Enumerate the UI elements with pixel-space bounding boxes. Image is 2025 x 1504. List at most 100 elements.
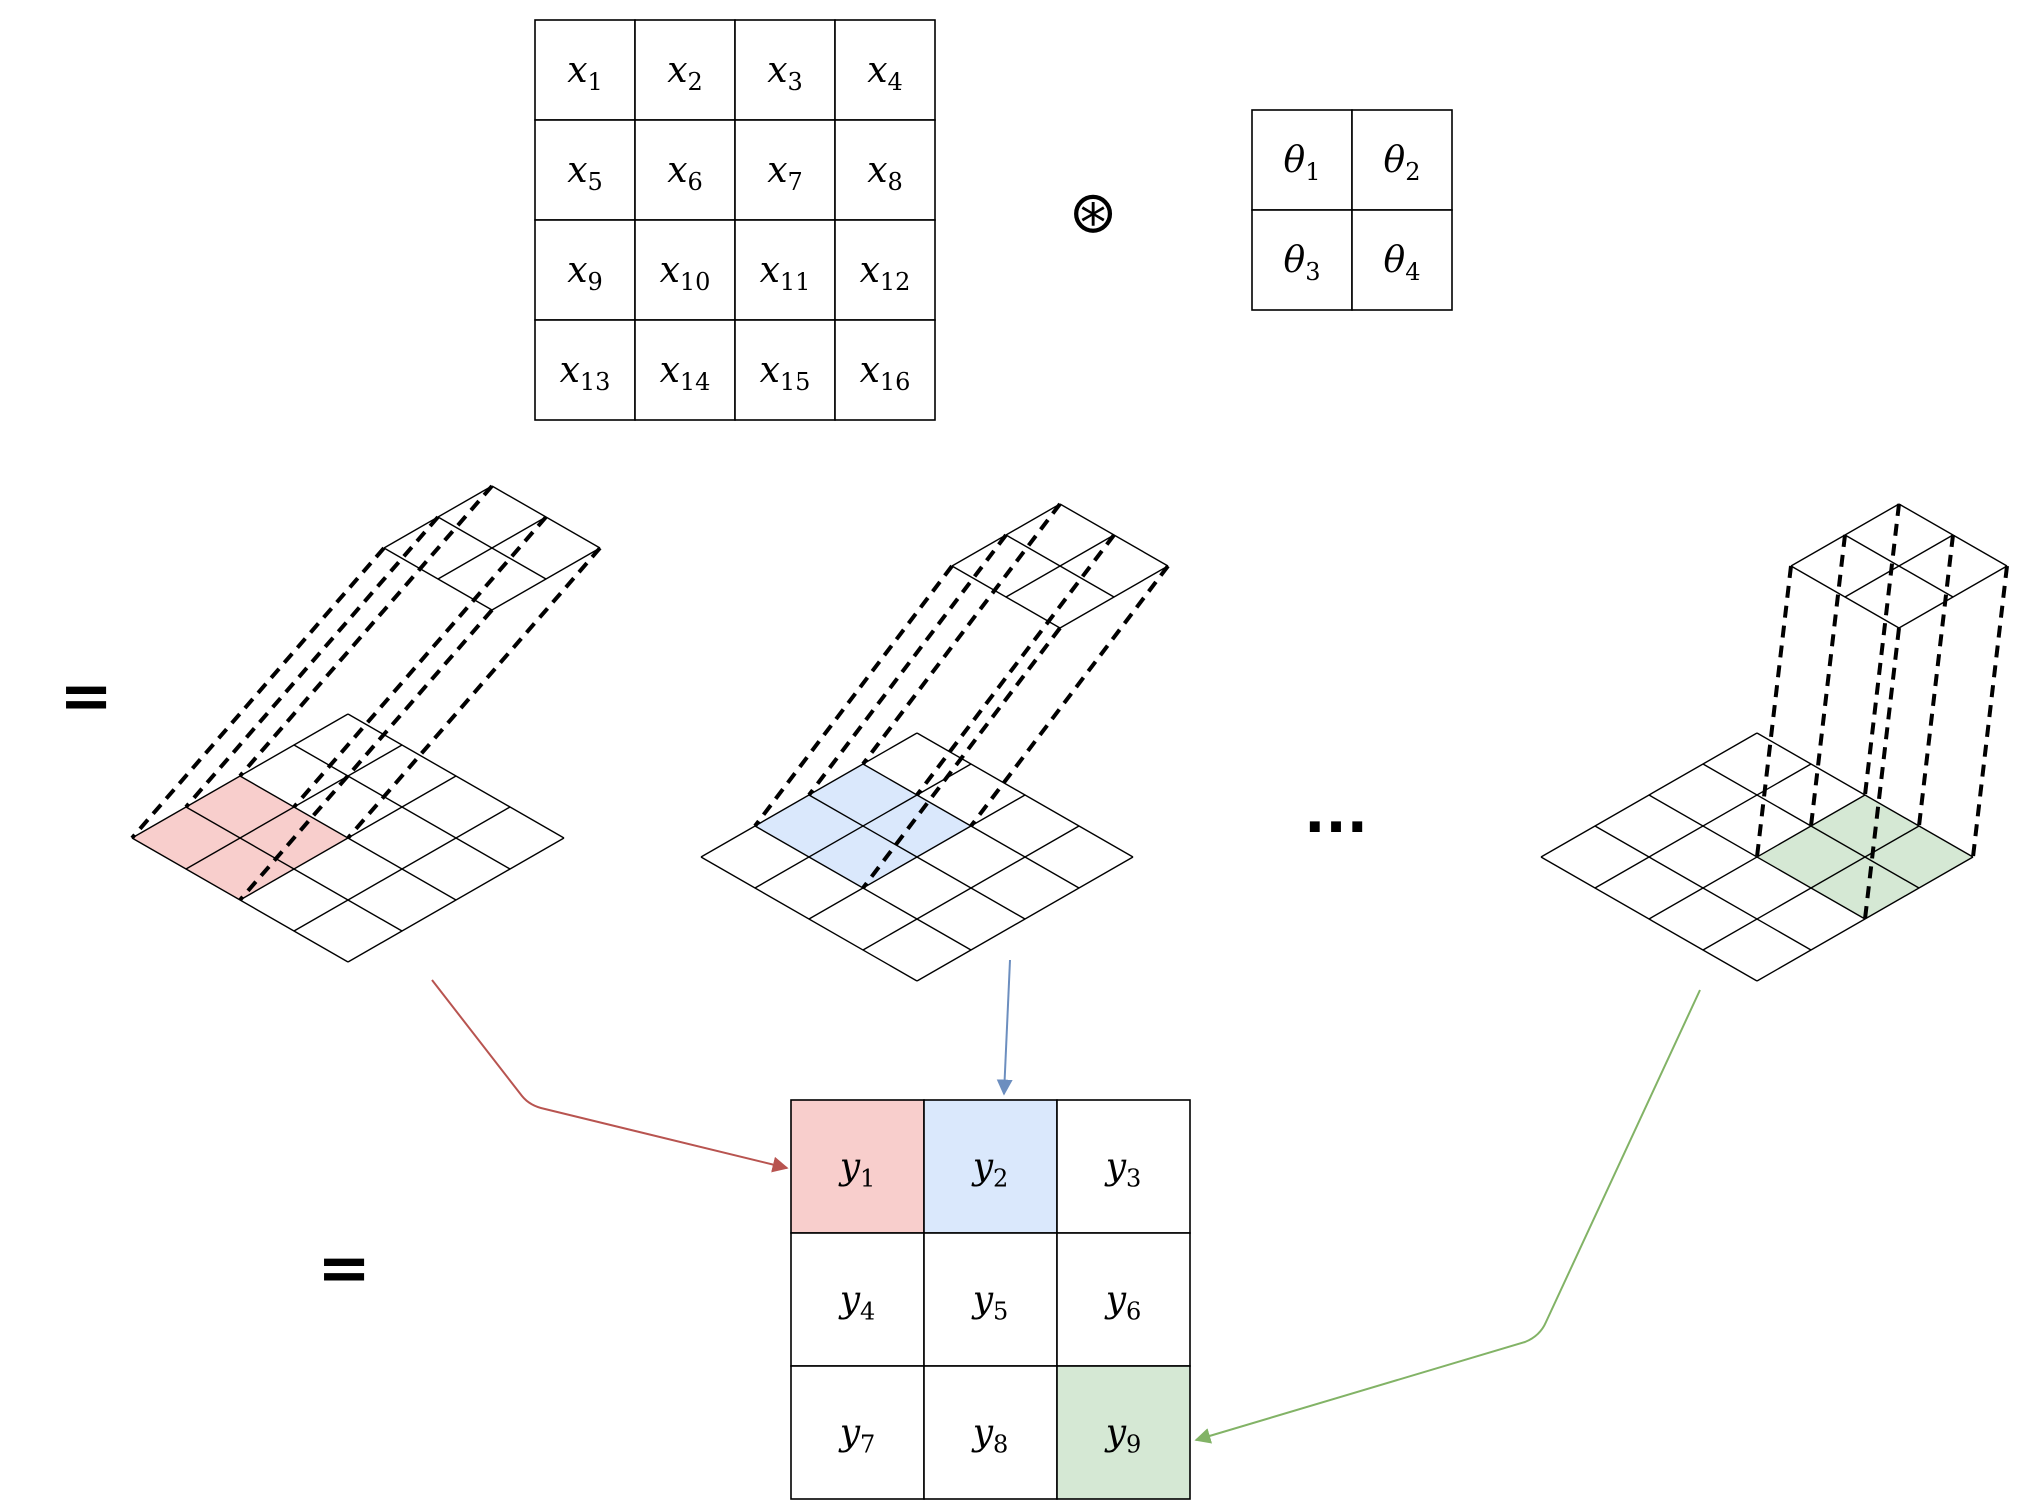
projection-line xyxy=(1971,565,2009,858)
input-plane-grid-line xyxy=(916,856,1134,982)
input-cell xyxy=(734,19,836,121)
input-cell-label-subscript: 6 xyxy=(688,168,703,196)
input-cell-label-subscript: 2 xyxy=(688,68,703,96)
projection-line xyxy=(238,484,494,778)
input-plane-grid-line xyxy=(293,806,511,932)
input-cell xyxy=(834,119,936,221)
input-cell-label: x4 xyxy=(867,50,903,96)
output-cell-label: y8 xyxy=(971,1413,1009,1459)
input-cell-label-symbol: x xyxy=(760,350,780,391)
input-cell-label-subscript: 15 xyxy=(780,368,811,396)
input-cell-label: x10 xyxy=(660,250,711,296)
output-cell-label-subscript: 2 xyxy=(993,1165,1008,1193)
output-cell-label-symbol: y xyxy=(1104,1280,1127,1321)
projection-line xyxy=(1863,503,1901,796)
kernel-plane-grid-line xyxy=(437,516,547,580)
output-cell-label-symbol: y xyxy=(838,1413,861,1454)
input-cell-label-subscript: 14 xyxy=(680,368,711,396)
input-cell-label: x5 xyxy=(567,150,603,196)
output-cell xyxy=(923,1099,1058,1234)
kernel-cell-label: θ3 xyxy=(1284,240,1321,286)
kernel-plane-grid-line xyxy=(1005,534,1115,598)
output-cell xyxy=(1056,1365,1191,1500)
input-cell-label-symbol: x xyxy=(867,50,887,91)
input-cell-label: x12 xyxy=(860,250,911,296)
projection-line xyxy=(1809,534,1847,827)
input-cell-label-symbol: x xyxy=(667,150,687,191)
input-cell-label-symbol: x xyxy=(860,350,880,391)
output-cell xyxy=(923,1365,1058,1500)
input-plane-grid-line xyxy=(862,825,1080,951)
input-cell xyxy=(534,119,636,221)
kernel-cell-label-symbol: θ xyxy=(1384,240,1406,281)
input-cell-label-subscript: 16 xyxy=(880,368,911,396)
output-cell-label: y5 xyxy=(971,1280,1009,1326)
input-cell-label-subscript: 8 xyxy=(888,168,903,196)
output-cell-label: y4 xyxy=(838,1280,876,1326)
output-cell-label-symbol: y xyxy=(838,1147,861,1188)
projection-line xyxy=(753,564,954,828)
output-cell-label: y3 xyxy=(1104,1147,1142,1193)
convolution-step xyxy=(1540,503,2009,982)
input-cell-label-subscript: 7 xyxy=(788,168,803,196)
input-cell-label: x6 xyxy=(667,150,703,196)
output-cell-label-subscript: 4 xyxy=(860,1298,875,1326)
input-cell xyxy=(734,219,836,321)
output-cell xyxy=(1056,1099,1191,1234)
input-cell-label-symbol: x xyxy=(567,250,587,291)
output-cell-label: y9 xyxy=(1104,1413,1142,1459)
input-cell-label-symbol: x xyxy=(867,150,887,191)
input-cell-label-subscript: 11 xyxy=(780,268,811,296)
projection-line xyxy=(130,546,386,840)
equals-sign-bottom: = xyxy=(317,1232,371,1306)
projection-line xyxy=(184,515,440,809)
output-cell-label-subscript: 6 xyxy=(1126,1298,1141,1326)
input-cell xyxy=(634,319,736,421)
input-cell-label: x14 xyxy=(660,350,711,396)
kernel-cell-label-subscript: 1 xyxy=(1305,158,1320,186)
kernel-cell xyxy=(1251,109,1353,211)
kernel-cell-label-symbol: θ xyxy=(1284,240,1306,281)
input-cell-label-symbol: x xyxy=(667,50,687,91)
kernel-cell xyxy=(1351,209,1453,311)
input-plane-grid-line xyxy=(347,837,565,963)
input-plane-grid-line xyxy=(1756,732,1974,858)
convolution-steps xyxy=(130,484,2009,982)
output-cell-label-symbol: y xyxy=(971,1147,994,1188)
input-cell-label-symbol: x xyxy=(760,250,780,291)
input-cell xyxy=(834,19,936,121)
input-cell-label: x15 xyxy=(760,350,811,396)
projection-line xyxy=(1863,627,1901,920)
output-cell-label: y2 xyxy=(971,1147,1009,1193)
input-cell-label-subscript: 12 xyxy=(880,268,911,296)
kernel-cell-label: θ2 xyxy=(1384,140,1421,186)
input-plane-grid-line xyxy=(1648,794,1866,920)
input-cell-label-symbol: x xyxy=(567,150,587,191)
input-plane-grid-line xyxy=(1756,856,1974,982)
arrow-step-9 xyxy=(1194,989,1701,1444)
output-cell-label-symbol: y xyxy=(971,1413,994,1454)
input-cell-label-subscript: 4 xyxy=(888,68,903,96)
projection-line xyxy=(292,515,548,809)
convolution-operator-symbol: ⊛ xyxy=(1069,178,1118,246)
step-arrows xyxy=(431,959,1701,1444)
convolution-step xyxy=(700,502,1170,982)
input-cell-label: x1 xyxy=(567,50,603,96)
output-cell xyxy=(790,1365,925,1500)
projection-line xyxy=(238,608,494,902)
kernel-cell-label: θ1 xyxy=(1284,140,1321,186)
input-cell-label-subscript: 1 xyxy=(588,68,603,96)
input-cell-label: x2 xyxy=(667,50,703,96)
input-plane-grid xyxy=(700,732,1134,982)
output-cell-label: y6 xyxy=(1104,1280,1142,1326)
arrow-step-1 xyxy=(431,979,789,1173)
input-cell-label: x3 xyxy=(767,50,803,96)
projection-line xyxy=(861,502,1062,766)
projection-line xyxy=(915,533,1116,797)
input-cell-label: x11 xyxy=(760,250,811,296)
kernel-cell-label-subscript: 2 xyxy=(1405,158,1420,186)
input-cell xyxy=(534,19,636,121)
